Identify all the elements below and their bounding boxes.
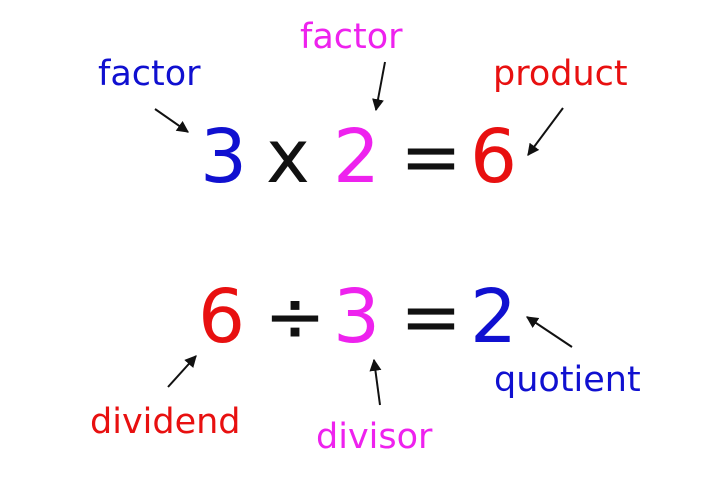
arrow-factor-top <box>372 61 386 112</box>
label-product: product <box>493 54 628 94</box>
div-equals: = <box>400 274 463 360</box>
div-operand-1: 6 <box>198 274 246 360</box>
div-result: 2 <box>470 274 518 360</box>
label-dividend: dividend <box>90 402 241 442</box>
arrow-dividend <box>167 355 197 388</box>
div-operator: ÷ <box>264 274 327 360</box>
mult-operator: x <box>266 114 310 200</box>
mult-result: 6 <box>470 114 518 200</box>
mult-operand-1: 3 <box>200 114 248 200</box>
label-factor-left: factor <box>98 54 201 94</box>
label-factor-top: factor <box>300 17 403 57</box>
div-operand-2: 3 <box>333 274 381 360</box>
arrow-divisor <box>369 358 382 406</box>
mult-equals: = <box>400 114 463 200</box>
mult-operand-2: 2 <box>333 114 381 200</box>
label-quotient: quotient <box>494 360 641 400</box>
arrow-factor-left <box>154 108 189 133</box>
arrow-product <box>527 107 564 156</box>
arrow-quotient <box>526 316 573 348</box>
label-divisor: divisor <box>316 417 433 457</box>
